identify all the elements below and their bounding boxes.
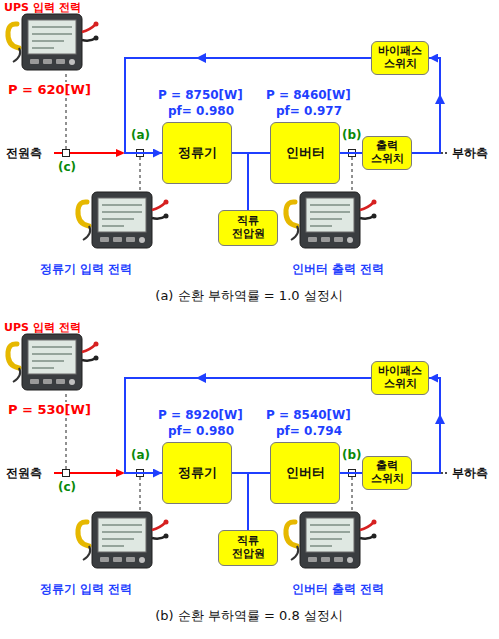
text-label: P = 530[W] <box>6 402 93 418</box>
process-box: 인버터 <box>270 442 340 504</box>
panel-art <box>8 14 449 248</box>
box-label: 정류기 <box>178 466 217 481</box>
text-label: 정류기 입력 전력 <box>40 582 132 596</box>
text-label: 전원측 <box>6 466 42 480</box>
text-label: (b) <box>342 448 362 462</box>
text-label: 인버터 출력 전력 <box>292 582 384 596</box>
text-label: P = 620[W] <box>6 82 93 98</box>
power-line <box>248 153 270 210</box>
text-label: 정류기 입력 전력 <box>40 262 132 276</box>
box-label: 바이패스 스위치 <box>376 365 424 390</box>
text-label: pf= 0.977 <box>276 104 342 118</box>
text-label: (a) <box>131 128 150 142</box>
process-box: 정류기 <box>162 442 232 504</box>
text-label: pf= 0.980 <box>168 104 234 118</box>
text-label: (c) <box>58 480 76 494</box>
text-label: P = 8540[W] <box>266 408 351 422</box>
text-label: pf= 0.980 <box>168 424 234 438</box>
box-label: 인버터 <box>286 146 325 161</box>
process-box: 직류 전압원 <box>218 530 278 566</box>
text-label: P = 8750[W] <box>158 88 243 102</box>
box-label: 직류 전압원 <box>223 535 273 560</box>
text-label: P = 8920[W] <box>158 408 243 422</box>
text-label: (a) 순환 부하역률 = 1.0 설정시 <box>155 288 342 304</box>
process-box: 직류 전압원 <box>218 210 278 246</box>
box-label: 출력 스위치 <box>367 140 407 165</box>
process-box: 출력 스위치 <box>362 456 412 490</box>
text-label: 부하측 <box>452 146 488 160</box>
text-label: (b) 순환 부하역률 = 0.8 설정시 <box>155 608 343 624</box>
power-line <box>340 152 362 154</box>
process-box: 정류기 <box>162 122 232 184</box>
text-label: 부하측 <box>452 466 488 480</box>
box-label: 인버터 <box>286 466 325 481</box>
text-label: (c) <box>58 160 76 174</box>
text-label: 인버터 출력 전력 <box>292 262 384 276</box>
panel-art <box>8 334 449 568</box>
box-label: 출력 스위치 <box>367 460 407 485</box>
process-box: 바이패스 스위치 <box>371 361 429 395</box>
box-label: 정류기 <box>178 146 217 161</box>
text-label: UPS 입력 전력 <box>4 321 81 334</box>
box-label: 직류 전압원 <box>223 215 273 240</box>
text-label: 전원측 <box>6 146 42 160</box>
power-line <box>340 472 362 474</box>
process-box: 출력 스위치 <box>362 136 412 170</box>
text-label: pf= 0.794 <box>276 424 342 438</box>
process-box: 인버터 <box>270 122 340 184</box>
process-box: 바이패스 스위치 <box>371 41 429 75</box>
text-label: UPS 입력 전력 <box>4 1 81 14</box>
power-line <box>248 473 270 530</box>
text-label: (b) <box>342 128 362 142</box>
text-label: P = 8460[W] <box>266 88 351 102</box>
text-label: (a) <box>131 448 150 462</box>
box-label: 바이패스 스위치 <box>376 45 424 70</box>
